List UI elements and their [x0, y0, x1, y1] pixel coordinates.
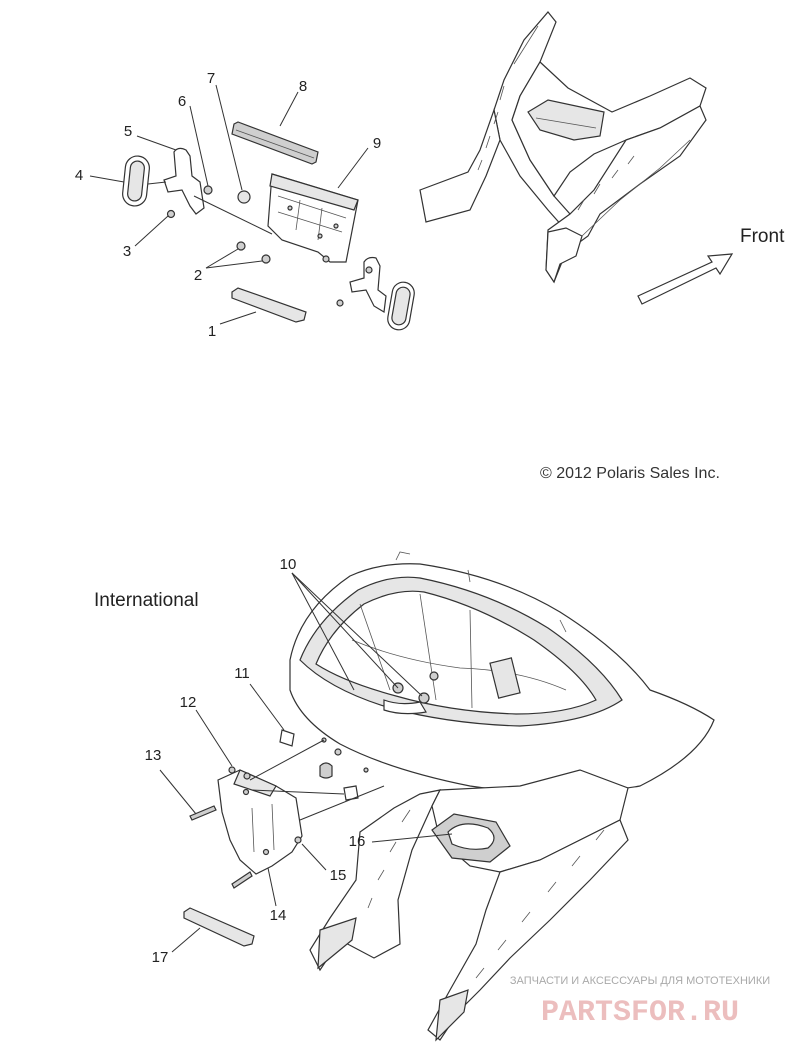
part-6-nut — [203, 185, 213, 195]
part-2-screw-a — [236, 241, 246, 251]
callout-16: 16 — [349, 833, 366, 850]
part-9-mounting-plate — [267, 173, 359, 263]
upper-assembly: 1 2 3 4 5 6 7 8 9 Front — [75, 11, 785, 340]
international-label: International — [94, 590, 199, 611]
callout-7: 7 — [207, 70, 215, 87]
part-4-reflector-left — [122, 155, 150, 207]
callout-6: 6 — [178, 93, 186, 110]
watermark-tagline: ЗАПЧАСТИ И АКСЕССУАРЫ ДЛЯ МОТОТЕХНИКИ — [510, 975, 770, 987]
callout-17: 17 — [152, 949, 169, 966]
callout-12: 12 — [180, 694, 197, 711]
part-3-screw — [166, 209, 176, 219]
part-4-reflector-right — [387, 281, 415, 331]
callout-11: 11 — [234, 665, 250, 682]
watermark-brand: PARTSFOR.RU — [541, 996, 739, 1030]
nose-panel-lower — [309, 769, 629, 1042]
part-7-washer — [237, 190, 251, 204]
part-12-nut-a — [228, 766, 236, 774]
part-12-nut-b — [243, 772, 251, 780]
callout-14: 14 — [270, 907, 287, 924]
front-arrow — [637, 253, 734, 305]
part-1-trim — [231, 287, 307, 323]
part-13-screw — [189, 805, 217, 821]
copyright-text: © 2012 Polaris Sales Inc. — [540, 465, 720, 482]
part-5-bracket-right — [349, 256, 387, 313]
leader-lines-upper — [89, 84, 369, 325]
part-8-strip — [231, 121, 319, 165]
hardware-lower — [189, 729, 369, 889]
leader-lines-lower — [159, 572, 453, 953]
part-17-trim — [183, 907, 255, 947]
callout-10: 10 — [280, 556, 297, 573]
callout-3: 3 — [123, 243, 131, 260]
callout-9: 9 — [373, 135, 381, 152]
callout-4: 4 — [75, 167, 83, 184]
part-2-screw-c — [322, 255, 330, 263]
nose-panel-top — [419, 11, 707, 284]
part-15-nut — [294, 836, 302, 844]
part-5-bracket-left — [163, 147, 205, 215]
callout-13: 13 — [145, 747, 162, 764]
lower-assembly: International — [94, 551, 715, 1042]
callout-1: 1 — [208, 323, 216, 340]
part-2-screw-b — [261, 254, 271, 264]
callout-5: 5 — [124, 123, 132, 140]
part-11-spacer — [279, 729, 295, 747]
front-label: Front — [740, 226, 785, 247]
watermark: ЗАПЧАСТИ И АКСЕССУАРЫ ДЛЯ МОТОТЕХНИКИ PA… — [510, 975, 770, 1030]
callout-15: 15 — [330, 867, 347, 884]
hood-body — [289, 551, 715, 794]
part-14-bracket — [217, 769, 303, 875]
callout-8: 8 — [299, 78, 307, 95]
callout-2: 2 — [194, 267, 202, 284]
